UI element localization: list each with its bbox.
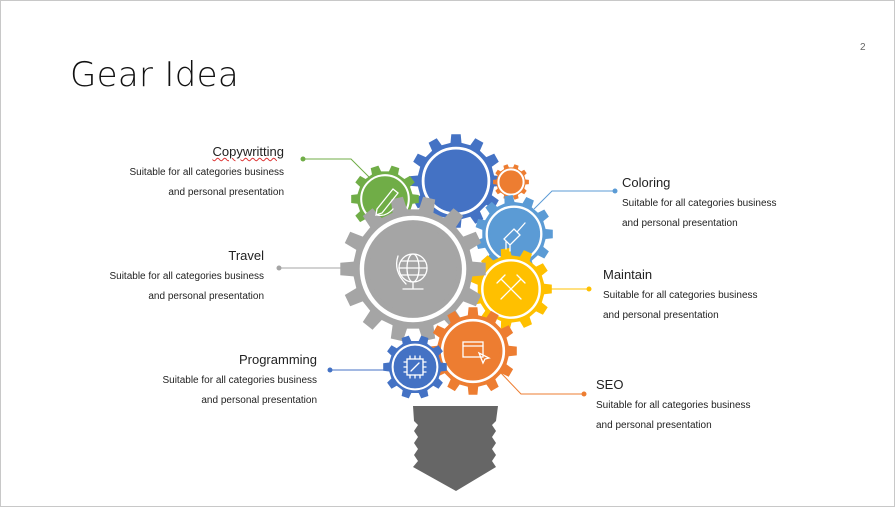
item-line: and personal presentation [603,310,719,321]
bulb-screw [413,406,498,491]
connector-line [303,158,370,178]
slide-title: Gear Idea [70,55,239,95]
item-line: Suitable for all categories business [109,271,264,282]
item-heading: Travel [228,248,264,263]
gear-small-orange [493,164,529,200]
browser [462,341,484,358]
connector-dot [276,265,282,271]
item-seo: SEO Suitable for all categories business… [596,376,751,436]
gear-seo [429,307,517,395]
connector-dot [327,367,333,373]
item-line: Suitable for all categories business [603,290,758,301]
chip-icon [403,355,427,379]
paintbrush-icon [503,222,526,252]
globe-stand [395,255,428,290]
gear-hub [490,210,538,258]
gear-ring [391,343,439,391]
item-line: and personal presentation [148,291,264,302]
item-programming: Programming Suitable for all categories … [162,351,317,411]
item-copywritting: Copywritting Suitable for all categories… [129,143,284,203]
tools-icon [496,274,526,300]
globe-icon [395,253,428,290]
item-heading: Maintain [603,267,653,282]
connector-dot [612,188,618,194]
gear-ring [497,168,525,196]
browser-cursor-icon [462,341,491,365]
item-heading: Coloring [622,175,671,190]
item-line: Suitable for all categories business [162,375,317,386]
item-line: Suitable for all categories business [622,198,777,209]
connector-dot [300,156,306,162]
item-heading: Copywritting [212,144,284,159]
cursor [462,345,491,365]
item-travel: Travel Suitable for all categories busin… [109,247,264,307]
gear-hub [369,225,457,313]
item-maintain: Maintain Suitable for all categories bus… [603,266,758,326]
item-heading: Programming [238,352,317,367]
gear-hub [446,324,500,378]
item-line: and personal presentation [622,218,738,229]
item-heading: SEO [596,377,624,392]
item-line: and personal presentation [168,187,284,198]
connector-dot [586,286,592,292]
gear-hub [427,152,485,210]
gear-hub [500,171,522,193]
connector-line [500,372,584,395]
pen-shape [375,188,399,217]
item-line: Suitable for all categories business [596,400,751,411]
gear-ring [481,259,541,319]
connector-line [533,190,615,210]
bulb-base [413,406,498,491]
gear-travel [340,196,486,342]
page-number: 2 [860,42,866,53]
pen-icon [375,188,399,217]
tools [496,274,526,300]
gear-ring [359,215,467,323]
item-line: and personal presentation [596,420,712,431]
item-coloring: Coloring Suitable for all categories bus… [622,174,777,234]
item-line: Suitable for all categories business [129,167,284,178]
gear-dark-blue [409,134,503,228]
item-line: and personal presentation [201,395,317,406]
brush [503,222,526,252]
connector-dot [581,391,587,397]
chip-pins [403,355,427,379]
